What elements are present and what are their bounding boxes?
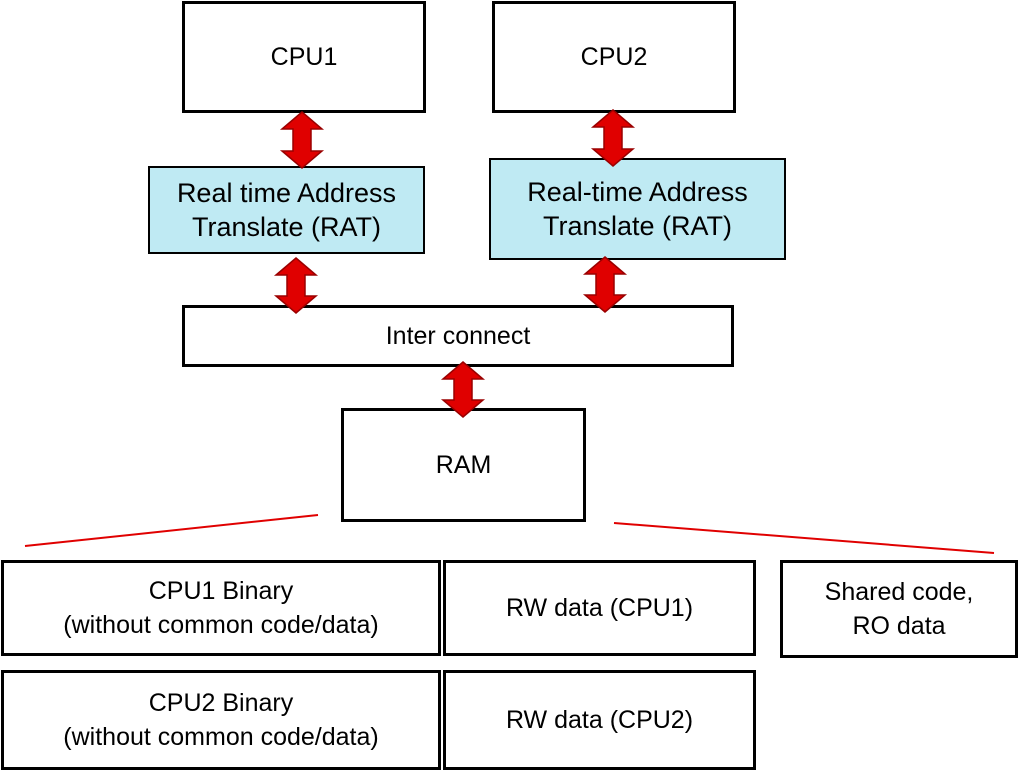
callout-line-right — [613, 522, 995, 554]
arrow-interconnect-ram-icon — [440, 361, 486, 418]
arrow-group — [273, 109, 636, 418]
shared-code-line2: RO data — [852, 612, 946, 640]
rw-data-cpu1-box: RW data (CPU1) — [443, 560, 756, 656]
rw-data-cpu2-label: RW data (CPU2) — [505, 706, 694, 734]
cpu2-binary-line1: CPU2 Binary — [148, 689, 294, 717]
ram-box: RAM — [341, 408, 586, 522]
cpu1-binary-line2: (without common code/data) — [63, 611, 379, 639]
cpu1-box: CPU1 — [182, 1, 426, 113]
arrow-cpu1-rat1-icon — [279, 111, 325, 169]
rat1-label-line2: Translate (RAT) — [191, 212, 382, 242]
rat2-label-line2: Translate (RAT) — [542, 211, 733, 241]
rw-data-cpu1-label: RW data (CPU1) — [505, 594, 694, 622]
rat1-label-line1: Real time Address — [176, 178, 397, 208]
cpu1-binary-line1: CPU1 Binary — [148, 577, 294, 605]
shared-code-line1: Shared code, — [824, 578, 974, 606]
shared-code-box: Shared code, RO data — [780, 560, 1018, 658]
cpu2-label: CPU2 — [580, 43, 648, 71]
ram-label: RAM — [435, 451, 492, 479]
arrow-rat1-interconnect-icon — [273, 257, 319, 314]
cpu1-label: CPU1 — [270, 43, 338, 71]
rat2-box: Real-time Address Translate (RAT) — [489, 158, 786, 260]
rw-data-cpu2-box: RW data (CPU2) — [443, 670, 756, 770]
interconnect-label: Inter connect — [385, 322, 531, 350]
arrow-rat2-interconnect-icon — [582, 256, 628, 313]
cpu2-binary-box: CPU2 Binary (without common code/data) — [1, 670, 441, 770]
arrow-cpu2-rat2-icon — [590, 109, 636, 167]
cpu1-binary-box: CPU1 Binary (without common code/data) — [1, 560, 441, 656]
cpu2-binary-line2: (without common code/data) — [63, 723, 379, 751]
rat1-box: Real time Address Translate (RAT) — [148, 166, 425, 254]
callout-line-left — [24, 514, 319, 547]
rat2-label-line1: Real-time Address — [527, 177, 748, 207]
